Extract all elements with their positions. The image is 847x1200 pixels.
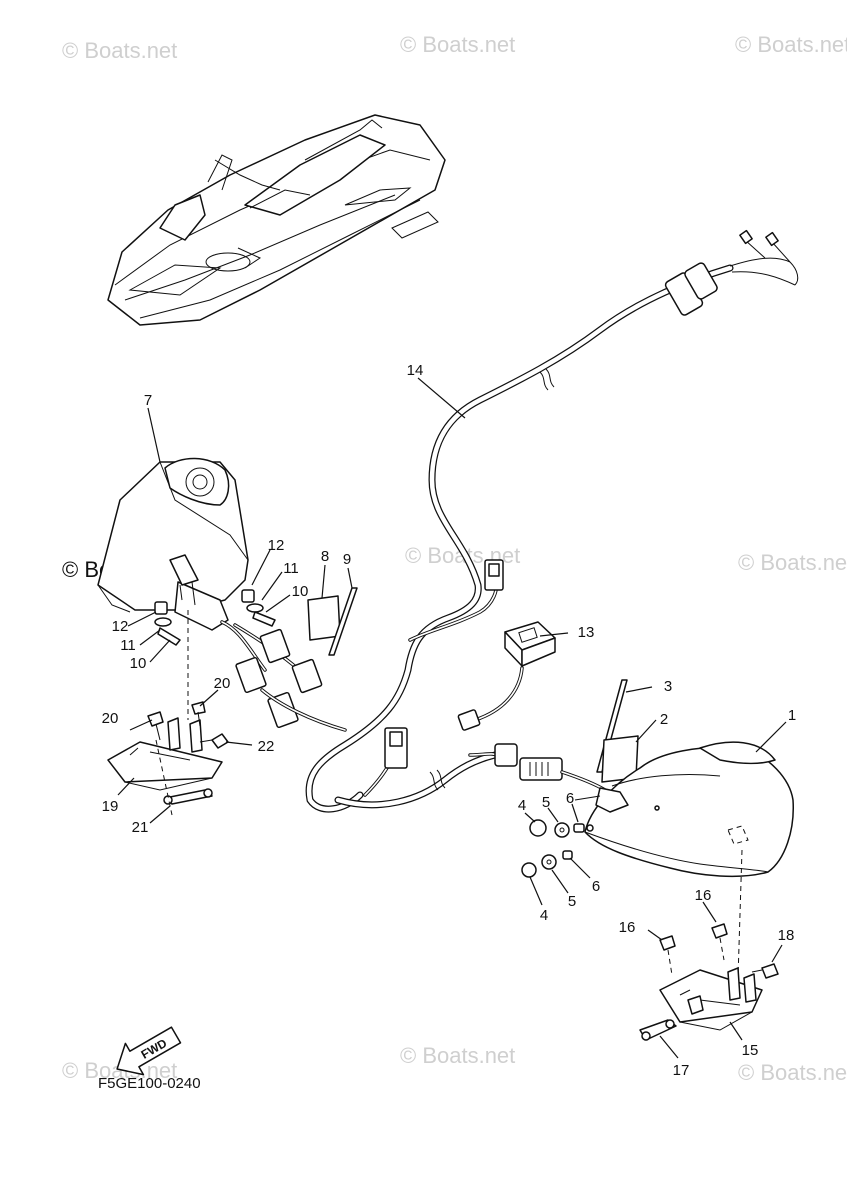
callout-12: 12 [112, 618, 129, 635]
callout-labels: 1 2 3 4 5 6 4 5 6 7 8 9 10 10 11 11 12 1… [102, 362, 797, 1079]
part-13-switch [457, 621, 556, 731]
callout-19: 19 [102, 798, 119, 815]
harness-connectors [363, 559, 607, 797]
callout-4: 4 [540, 907, 548, 924]
callout-6: 6 [592, 878, 600, 895]
callout-18: 18 [778, 927, 795, 944]
bracket-right [639, 923, 779, 1041]
callout-5: 5 [542, 794, 550, 811]
watermark: © Boats.net [738, 1060, 847, 1085]
diagram-code: F5GE100-0240 [98, 1075, 201, 1092]
callout-16: 16 [695, 887, 712, 904]
callout-5: 5 [568, 893, 576, 910]
callout-13: 13 [578, 624, 595, 641]
part-1-housing [574, 741, 794, 979]
callout-10: 10 [130, 655, 147, 672]
callout-15: 15 [742, 1042, 759, 1059]
callout-21: 21 [132, 819, 149, 836]
callout-16: 16 [619, 919, 636, 936]
watermark: © Boats.net [738, 550, 847, 575]
part-9-stick [328, 587, 358, 656]
callout-20: 20 [214, 675, 231, 692]
bracket-left [107, 701, 229, 816]
callout-8: 8 [321, 548, 329, 565]
callout-6: 6 [566, 790, 574, 807]
callout-17: 17 [673, 1062, 690, 1079]
main-cable-harness [305, 229, 799, 813]
callout-10: 10 [292, 583, 309, 600]
callout-4: 4 [518, 797, 526, 814]
callout-22: 22 [258, 738, 275, 755]
watermark: © Boats.net [735, 32, 847, 57]
part-7-housing [97, 457, 249, 720]
callout-2: 2 [660, 711, 668, 728]
leader-lines [117, 377, 787, 1059]
watercraft-overview-illustration [107, 114, 446, 326]
callout-11: 11 [283, 560, 299, 577]
callout-14: 14 [407, 362, 424, 379]
callout-1: 1 [788, 707, 796, 724]
connectors-left [220, 620, 347, 732]
callout-9: 9 [343, 551, 351, 568]
callout-11: 11 [120, 637, 136, 654]
fastener-set-left [154, 589, 276, 646]
part-8-pad [307, 595, 341, 641]
fastener-set-right [521, 819, 585, 878]
callout-20: 20 [102, 710, 119, 727]
watermark: © Boats.net [400, 32, 515, 57]
callout-7: 7 [144, 392, 152, 409]
callout-3: 3 [664, 678, 672, 695]
watermark: © Boats.net [400, 1043, 515, 1068]
callout-12: 12 [268, 537, 285, 554]
watermark: © Boats.net [62, 38, 177, 63]
